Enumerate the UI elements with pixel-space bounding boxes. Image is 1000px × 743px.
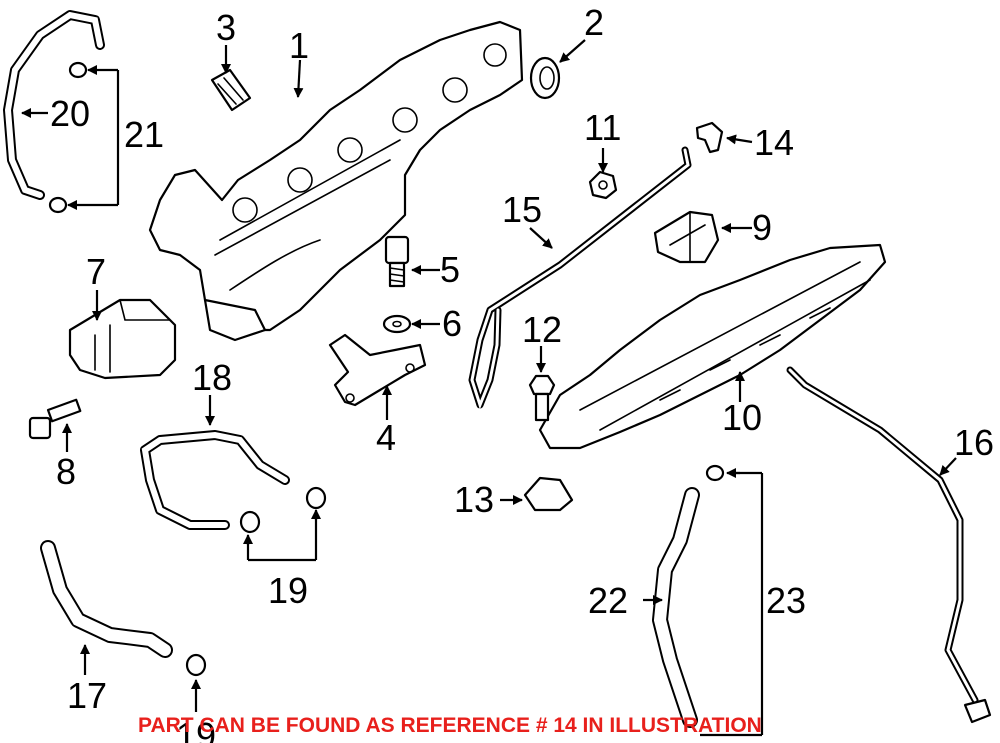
- seal-ring-19c[interactable]: [185, 653, 207, 677]
- reference-notice: PART CAN BE FOUND AS REFERENCE # 14 IN I…: [138, 714, 762, 737]
- callout-15: 15: [502, 189, 542, 230]
- callout-19-upper: 19: [268, 570, 308, 611]
- callout-19-lower: 19: [176, 715, 216, 743]
- coolant-line-part-16[interactable]: [786, 366, 992, 724]
- callout-21: 21: [124, 114, 164, 155]
- seal-ring-23[interactable]: [705, 464, 725, 482]
- connector-part[interactable]: [695, 121, 724, 154]
- callout-18: 18: [192, 357, 232, 398]
- seal-ring-part[interactable]: [529, 56, 561, 100]
- callout-11: 11: [584, 107, 621, 148]
- turbo-manifold-part[interactable]: [148, 20, 524, 342]
- callout-10: 10: [722, 397, 762, 438]
- stud-part[interactable]: [210, 68, 252, 112]
- callout-23: 23: [766, 580, 806, 621]
- seal-ring-19b[interactable]: [305, 486, 327, 510]
- callout-3: 3: [216, 7, 236, 48]
- heat-shield-part[interactable]: [538, 243, 887, 450]
- callout-17: 17: [67, 675, 107, 716]
- callout-2: 2: [584, 2, 604, 43]
- seal-ring-21b[interactable]: [48, 196, 68, 214]
- hose-part-22[interactable]: [652, 487, 700, 728]
- bolt-part-8[interactable]: [28, 398, 82, 440]
- oil-line-part-18[interactable]: [140, 430, 290, 530]
- callout-9: 9: [752, 207, 772, 248]
- callout-1: 1: [289, 25, 309, 66]
- bolt-part-5[interactable]: [384, 235, 410, 288]
- callout-labels: 1 2 3 4 5 6 7 8 9 10 11 12 13 14 15 16 1…: [50, 2, 994, 743]
- callout-13: 13: [454, 479, 494, 520]
- oil-line-part-15[interactable]: [468, 146, 692, 410]
- seal-ring-19a[interactable]: [239, 510, 261, 534]
- sensor-part[interactable]: [653, 210, 720, 264]
- callout-20: 20: [50, 93, 90, 134]
- actuator-part[interactable]: [68, 298, 177, 380]
- callout-6: 6: [442, 303, 462, 344]
- callout-4: 4: [376, 417, 396, 458]
- callout-5: 5: [440, 249, 460, 290]
- callout-16: 16: [954, 422, 994, 463]
- seal-ring-21a[interactable]: [68, 61, 88, 79]
- callout-22: 22: [588, 580, 628, 621]
- oil-line-part-20[interactable]: [3, 10, 105, 200]
- bolt-part-12[interactable]: [528, 374, 556, 422]
- clip-part[interactable]: [523, 476, 574, 512]
- leader-lines: [21, 39, 957, 737]
- bracket-part[interactable]: [328, 333, 427, 407]
- nut-part[interactable]: [588, 170, 618, 200]
- callout-7: 7: [86, 251, 106, 292]
- washer-part[interactable]: [382, 314, 412, 334]
- seal-rings: [48, 61, 725, 677]
- callout-12: 12: [522, 309, 562, 350]
- hose-part-17[interactable]: [40, 540, 173, 658]
- callout-8: 8: [56, 451, 76, 492]
- callout-14: 14: [754, 122, 794, 163]
